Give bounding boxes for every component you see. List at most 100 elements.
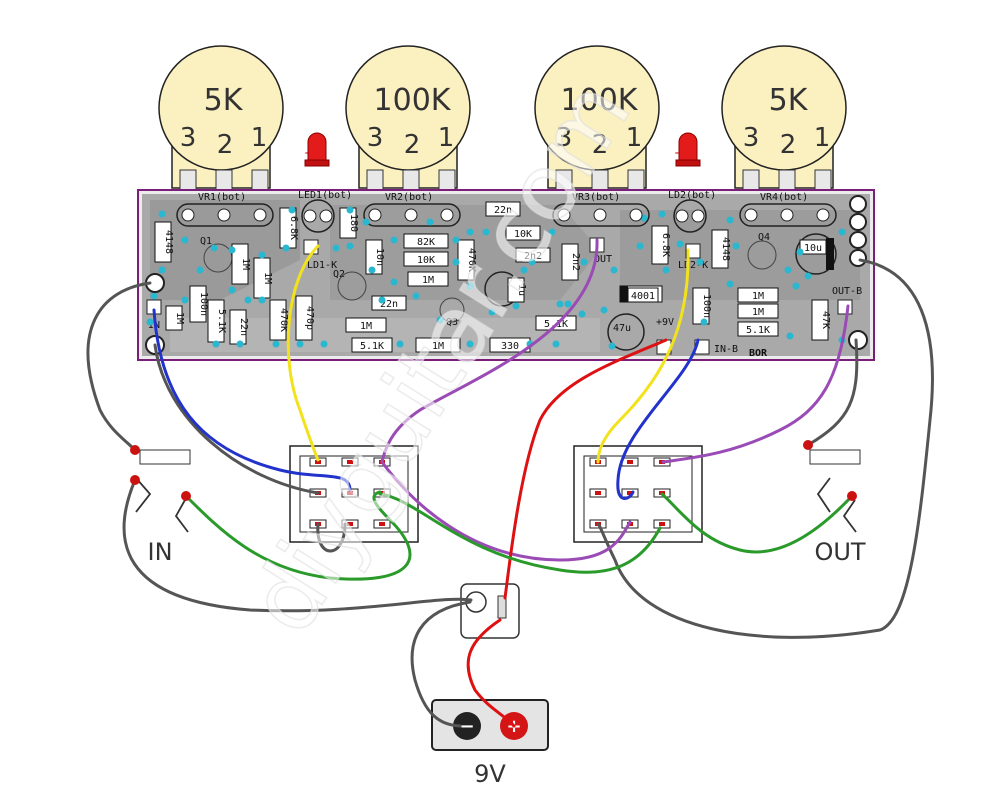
pcb-pad: [600, 306, 608, 314]
pot-vr1-pin2: 2: [217, 130, 234, 160]
wire-yellow-left: [286, 244, 320, 462]
pcb-pad: [696, 258, 704, 266]
pcb-component-label: 22n: [238, 318, 249, 336]
pcb-component-body: [403, 233, 449, 249]
pcb-pad: [564, 300, 572, 308]
pcb-component-label: 1M: [360, 321, 372, 332]
pcb-component-body: [711, 229, 729, 269]
pcb-pad: [552, 340, 560, 348]
wire-blue-left: [152, 308, 352, 492]
pcb-q3: Q3: [446, 317, 458, 328]
pcb-ref-vr1: VR1(bot): [198, 192, 246, 203]
pcb-component-label: 100n: [701, 294, 712, 318]
pcb-pad: [210, 244, 218, 252]
wire-red-battery: [466, 618, 516, 728]
switch-lug-solder: [659, 522, 665, 526]
pcb-component-label: 4148: [720, 237, 731, 261]
pcb-component-body: [165, 305, 183, 331]
pcb-wire-pad: [837, 299, 853, 315]
pcb-pad: [786, 332, 794, 340]
pcb-pad: [520, 266, 528, 274]
pcb-component-body: [345, 317, 387, 333]
pot-vr3-pin3: 3: [556, 123, 573, 153]
wires: [86, 238, 934, 728]
jack-out: OUT: [809, 449, 866, 566]
pcb-pad: [396, 340, 404, 348]
pcb-component-label: 4148: [163, 230, 174, 254]
pcb-component-label: 6.8K: [660, 233, 671, 257]
pcb-component-label: 470K: [466, 248, 477, 272]
pcb-component-body: [269, 299, 287, 341]
wire-green-in-tip: [184, 490, 412, 581]
pcb-component-body: [415, 337, 461, 353]
pcb-pad-9v-label: +9V: [656, 317, 674, 328]
pcb-component-body: [505, 225, 541, 241]
battery-minus: −: [459, 716, 474, 737]
pcb-pad: [452, 258, 460, 266]
pcb-pad: [346, 242, 354, 250]
pcb-component-body: [737, 287, 779, 303]
pcb-pad: [258, 296, 266, 304]
pcb-pad-outb-label: OUT-B: [832, 286, 862, 297]
wire-blue-right: [616, 338, 700, 500]
pcb-pad: [332, 244, 340, 252]
pcb-pad-large: [780, 208, 794, 222]
pcb-pad: [482, 228, 490, 236]
pot-vr3-pin2: 2: [592, 130, 609, 160]
pcb-ref-led1: LED1(bot): [298, 190, 352, 201]
pcb-component-label: 1M: [422, 275, 434, 286]
pcb-pad: [488, 308, 496, 316]
pcb-component-body: [231, 243, 249, 285]
pcb-ref-vr4: VR4(bot): [760, 192, 808, 203]
pcb-component-body: [351, 337, 393, 353]
pcb-component-label: 5.1K: [360, 341, 384, 352]
jack-out-label: OUT: [814, 538, 865, 566]
pcb-component-label: 1u: [516, 284, 527, 296]
pcb-pad-large: [629, 208, 643, 222]
pcb-component-label: 22n: [380, 299, 398, 310]
pcb-component-label: 180: [348, 214, 359, 232]
pcb-component-body: [403, 251, 449, 267]
switch-lug-solder: [627, 491, 633, 495]
pcb-component-label: 47u: [613, 323, 631, 334]
pcb-component-label: 1M: [262, 272, 273, 284]
switch-lug-solder: [347, 491, 353, 495]
pcb-pad: [158, 266, 166, 274]
pcb-component-label: 22n: [494, 205, 512, 216]
pcb-pad: [662, 266, 670, 274]
pcb-pad: [146, 318, 154, 326]
pcb-header-pin: [849, 213, 867, 231]
pot-vr1-pin1: 1: [251, 123, 268, 153]
pcb-pad: [320, 340, 328, 348]
pcb-component-body: [365, 239, 383, 275]
pcb-pad: [636, 242, 644, 250]
pot-vr4-pin1: 1: [814, 123, 831, 153]
pcb-pad-large: [675, 209, 689, 223]
pcb-component-label: 2n2: [524, 251, 542, 262]
pcb-pad: [700, 318, 708, 326]
pcb-component-body: [295, 295, 313, 341]
pcb-component-body: [737, 303, 779, 319]
switch-lug-solder: [379, 522, 385, 526]
pcb-component-body: [651, 225, 669, 265]
pcb-component-label: 470K: [278, 308, 289, 332]
battery-9v: − + 9V: [431, 699, 549, 788]
pcb-pad-large: [816, 208, 830, 222]
pcb-pad: [580, 258, 588, 266]
switch-lug-solder: [347, 460, 353, 464]
pcb-component-label: 100n: [198, 292, 209, 316]
switch-lug-solder: [315, 460, 321, 464]
pcb-pad-large: [181, 208, 195, 222]
pcb-pad: [676, 240, 684, 248]
pcb-ground-pad: [848, 330, 868, 350]
switch-lug-solder: [595, 491, 601, 495]
pcb-pad: [466, 228, 474, 236]
pcb-component-label: 6.8K: [288, 216, 299, 240]
pcb-component-label: 82K: [417, 237, 435, 248]
pcb-component-label: 1M: [752, 291, 764, 302]
pcb-pad: [228, 286, 236, 294]
pot-vr2-value: 100K: [374, 83, 452, 118]
pot-vr2-pin2: 2: [404, 130, 421, 160]
pcb-pad: [792, 282, 800, 290]
pcb-pad: [228, 246, 236, 254]
